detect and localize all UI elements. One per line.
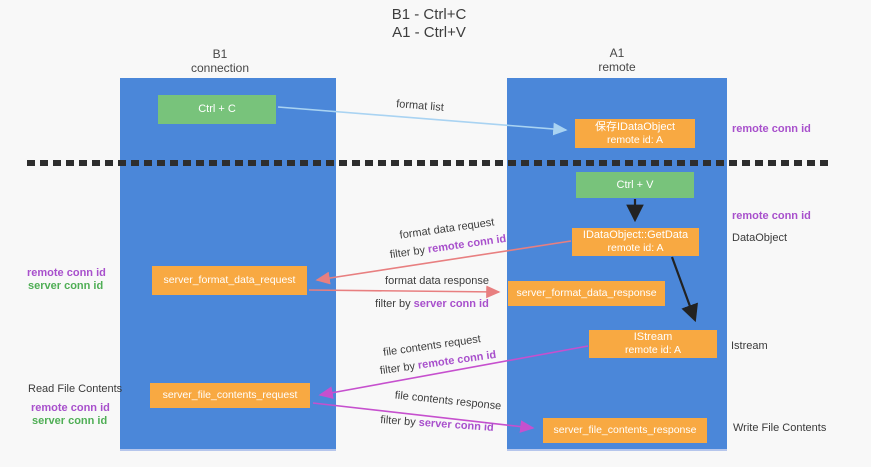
dashed-divider-line [27,160,830,166]
label-remote-conn-id-right-2: remote conn id [732,210,811,222]
node-server-file-contents-response: server_file_contents_response [543,418,707,443]
label-remote-conn-id-right-1: remote conn id [732,123,811,135]
node-server-format-data-response: server_format_data_response [508,281,665,306]
label-format-data-response: format data response [385,275,489,287]
node-file-request-label: server_file_contents_request [162,389,298,401]
node-istream-line1: IStream [633,331,673,343]
node-ctrl-c: Ctrl + C [158,95,276,124]
node-istream: IStream remote id: A [589,330,717,358]
filter-format-response-key: server conn id [413,298,489,310]
filter-format-request-prefix: filter by [389,244,426,262]
lane-b1-name: B1 [212,47,228,61]
node-file-response-label: server_file_contents_response [553,424,697,436]
node-save-idataobject: 保存IDataObject remote id: A [575,119,695,148]
node-getdata-line2: remote id: A [607,242,664,254]
filter-file-response-key: server conn id [418,416,495,434]
label-read-file-contents: Read File Contents [28,383,123,395]
filter-format-request-key: remote conn id [427,232,507,256]
label-file-contents-response: file contents response [394,389,502,413]
lane-a1-name: A1 [609,46,625,60]
node-server-format-data-request: server_format_data_request [152,266,307,295]
node-istream-line2: remote id: A [624,344,682,356]
label-remote-conn-id-left-2: remote conn id [31,402,110,414]
node-idataobject-getdata: IDataObject::GetData remote id: A [572,228,699,256]
lane-b1-subtitle: connection [190,61,250,75]
filter-file-request-prefix: filter by [379,360,416,378]
node-ctrl-v-label: Ctrl + V [616,178,654,191]
label-remote-conn-id-left-1: remote conn id [27,267,106,279]
node-format-response-label: server_format_data_response [516,287,657,299]
title-line-1: B1 - Ctrl+C [391,6,467,23]
label-dataobject: DataObject [732,232,788,244]
title-line-2: A1 - Ctrl+V [392,24,466,41]
node-ctrl-v: Ctrl + V [576,172,694,198]
filter-file-response-prefix: filter by [379,414,417,429]
label-istream: Istream [731,340,768,352]
node-save-idataobject-line2: remote id: A [606,133,664,146]
node-server-file-contents-request: server_file_contents_request [150,383,310,408]
lane-b1-header: B1 connection [191,47,249,75]
label-server-conn-id-left-2: server conn id [32,415,108,427]
page-title: B1 - Ctrl+C A1 - Ctrl+V [392,6,467,42]
node-save-idataobject-line1: 保存IDataObject [594,120,676,133]
label-server-conn-id-left-1: server conn id [28,280,104,292]
lane-a1-header: A1 remote [598,46,635,74]
label-format-list: format list [395,98,445,114]
filter-format-response-prefix: filter by [375,298,411,310]
node-getdata-line1: IDataObject::GetData [582,229,689,241]
lane-a1-subtitle: remote [598,60,636,74]
node-ctrl-c-label: Ctrl + C [198,103,236,115]
node-format-request-label: server_format_data_request [163,274,296,286]
format-data-response-arrow [308,285,501,299]
label-write-file-contents: Write File Contents [733,422,827,434]
